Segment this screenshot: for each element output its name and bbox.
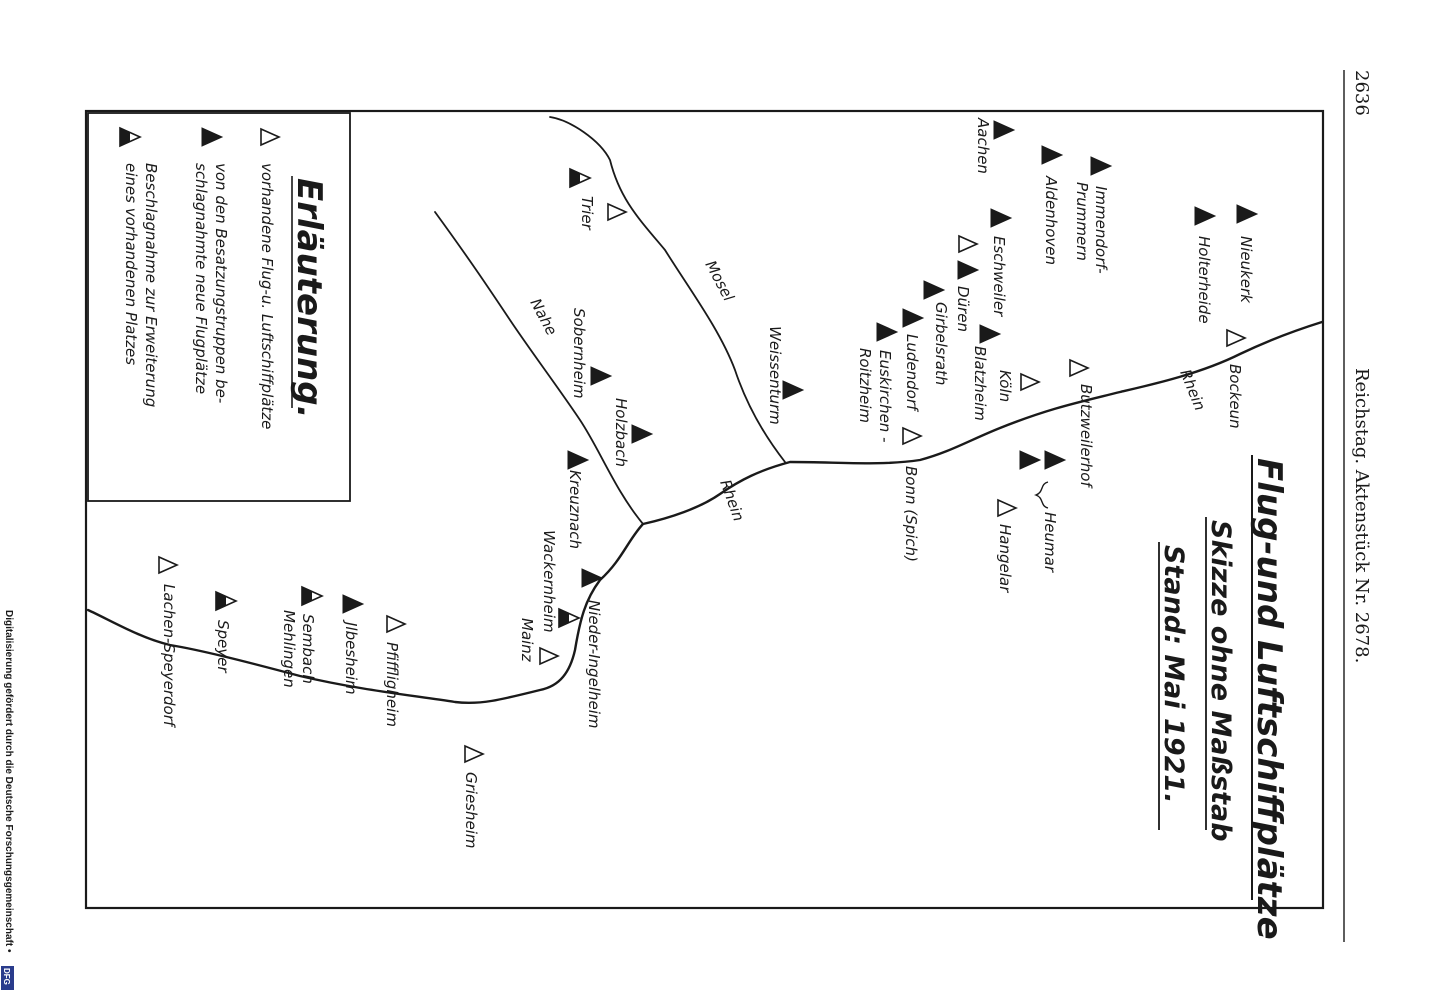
label-koeln: Köln (996, 370, 1014, 402)
bonn-icon (902, 427, 922, 445)
heumar-brace (1034, 481, 1049, 509)
label-jlbesheim: Jlbesheim (342, 619, 360, 695)
nahe-river (434, 211, 644, 525)
heumar-icon-2 (1019, 450, 1041, 470)
label-sobernheim: Sobernheim (570, 308, 588, 399)
weissenturm-icon (782, 380, 804, 400)
map-date: Stand: Mai 1921. (1158, 545, 1189, 803)
speyer-icon (215, 591, 237, 611)
legend-box (87, 112, 351, 502)
map-frame (84, 109, 1325, 910)
sembach-icon (301, 586, 323, 606)
jlbesheim-icon (342, 594, 364, 614)
dueren-open-icon (958, 235, 978, 253)
euskirchen-icon (876, 322, 898, 342)
label-euskirchen-1: Euskirchen - (876, 350, 894, 443)
map-subtitle: Skizze ohne Maßstab (1205, 520, 1236, 842)
aldenhoven-icon (1041, 145, 1063, 165)
map-title: Flug-und Luftschiffplätze (1249, 458, 1289, 940)
legend-extension-line2: eines vorhandenen Platzes (122, 163, 140, 365)
label-aachen: Aachen (974, 117, 992, 174)
label-pfiffligheim: Pfiffligheim (383, 642, 401, 727)
holterheide-icon (1194, 206, 1216, 226)
place-labels: Nieukerk Holterheide Bockeun Aachen Alde… (160, 117, 1255, 849)
legend-new-line2: schlagnahmte neue Flugplätze (192, 163, 210, 394)
rhein-river (86, 320, 1324, 705)
pfiffligheim-icon (386, 615, 406, 633)
rivers (86, 116, 1324, 705)
source-reference: Reichstag. Aktenstück Nr. 2678. (1351, 368, 1372, 663)
nieukerk-icon (1236, 204, 1258, 224)
label-holzbach: Holzbach (612, 398, 630, 467)
label-aldenhoven: Aldenhoven (1042, 175, 1060, 265)
dfg-logo: DFG (1, 966, 14, 990)
label-lachen-speyerdorf: Lachen-Speyerdorf (160, 584, 178, 729)
lachen-speyerdorf-icon (158, 556, 178, 574)
label-immendorf-1: Immendorf- (1092, 186, 1110, 274)
kreuznach-icon (567, 450, 589, 470)
label-hangelar: Hangelar (996, 524, 1014, 593)
label-euskirchen-2: Roitzheim (856, 348, 874, 423)
label-ludendorf: Ludendorf (903, 334, 921, 413)
butzweilerhof-open-icon (1069, 359, 1089, 377)
wackernheim-icon (558, 608, 580, 628)
label-immendorf-2: Prummern (1073, 182, 1091, 261)
map-title-block: Flug-und Luftschiffplätze Skizze ohne Ma… (1158, 455, 1289, 940)
label-bockeun: Bockeun (1226, 364, 1244, 429)
sobernheim-icon (590, 366, 612, 386)
label-holterheide: Holterheide (1195, 236, 1213, 324)
nieder-ingelheim-icon (581, 568, 603, 588)
bockeun-icon (1226, 329, 1246, 347)
label-mainz: Mainz (518, 618, 536, 663)
ludendorf-icon (902, 308, 924, 328)
legend-existing: vorhandene Flug-u. Luftschiffplätze (258, 163, 276, 429)
legend-title: Erläuterung. (289, 178, 329, 419)
svg-text:DFG: DFG (2, 968, 11, 985)
legend-new-line1: von den Besatzungstruppen be- (212, 163, 230, 403)
trier-icon (569, 168, 591, 188)
label-nieukerk: Nieukerk (1237, 236, 1255, 304)
koeln-icon (1020, 373, 1040, 391)
trier-open-icon (607, 203, 627, 221)
label-bonn: Bonn (Spich) (902, 466, 920, 562)
legend: Erläuterung. vorhandene Flug-u. Luftschi… (87, 112, 351, 502)
mainz-icon (539, 647, 559, 665)
legend-extension-line1: Beschlagnahme zur Erweiterung (142, 163, 160, 407)
label-sembach-2: Mehlingen (280, 610, 298, 688)
griesheim-icon (464, 745, 484, 763)
label-wackernheim: Wackernheim (540, 530, 558, 633)
label-dueren: Düren (954, 286, 972, 332)
label-butzweilerhof: Butzweilerhof (1077, 384, 1095, 489)
blatzheim-icon (979, 324, 1001, 344)
dueren-icon (957, 260, 979, 280)
label-kreuznach: Kreuznach (566, 470, 584, 549)
label-trier: Trier (578, 196, 596, 231)
label-heumar: Heumar (1041, 512, 1059, 573)
label-eschweiler: Eschweiler (990, 236, 1008, 317)
page-number: 2636 (1351, 70, 1372, 116)
label-blatzheim: Blatzheim (971, 346, 989, 421)
nahe-label: Nahe (526, 295, 560, 338)
eschweiler-icon (990, 208, 1012, 228)
label-speyer: Speyer (214, 620, 232, 673)
label-girbelsrath: Girbelsrath (932, 302, 950, 385)
hangelar-icon (997, 499, 1017, 517)
label-weissenturm: Weissenturm (766, 326, 784, 425)
girbelsrath-icon (923, 280, 945, 300)
aachen-icon (993, 120, 1015, 140)
immendorf-icon (1090, 156, 1112, 176)
rhein-label-middle: Rhein (716, 477, 748, 523)
mosel-label: Mosel (701, 257, 738, 304)
holzbach-icon (631, 424, 653, 444)
rhein-label-north: Rhein (1176, 367, 1209, 413)
label-sembach-1: Sembach (299, 614, 317, 684)
heumar-icon-1 (1044, 450, 1066, 470)
label-nieder-ingelheim: Nieder-Ingelheim (585, 600, 603, 729)
label-griesheim: Griesheim (462, 772, 480, 849)
digitization-credit: Digitalisierung gefördert durch die Deut… (3, 610, 14, 953)
mosel-river (549, 116, 786, 463)
